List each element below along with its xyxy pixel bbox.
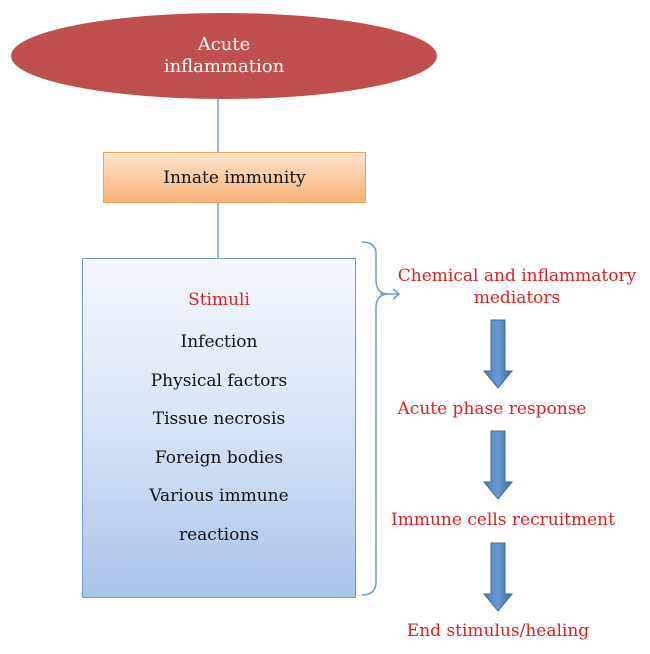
stimulus-item: Physical factors <box>150 370 288 391</box>
stimuli-title: Stimuli <box>188 290 250 310</box>
stimulus-item: Tissue necrosis <box>152 409 286 429</box>
step-acute-phase-response: Acute phase response <box>397 399 587 419</box>
stimuli-box: Stimuli Infection Physical factors Tissu… <box>82 258 356 598</box>
step-immune-cells-recruitment: Immune cells recruitment <box>391 510 615 530</box>
step-end-stimulus-healing: End stimulus/healing <box>406 621 590 641</box>
down-arrow-icon <box>482 542 514 612</box>
stimulus-item: Foreign bodies <box>154 447 284 468</box>
brace-pointer-head <box>392 288 401 300</box>
acute-inflammation-label: Acute inflammation <box>163 34 285 77</box>
stimuli-list: Infection Physical factors Tissue necros… <box>83 329 355 560</box>
stimulus-item: Infection <box>180 332 258 352</box>
innate-immunity-node: Innate immunity <box>103 152 366 203</box>
down-arrow-icon <box>482 430 514 500</box>
down-arrow-icon <box>482 319 514 389</box>
stimulus-item: Various immune <box>149 486 289 506</box>
acute-inflammation-node: Acute inflammation <box>11 13 437 99</box>
stimulus-item: reactions <box>178 524 260 545</box>
step-chemical-mediators: Chemical and inflammatory mediators <box>397 266 637 308</box>
right-brace <box>361 241 390 596</box>
innate-immunity-label: Innate immunity <box>163 167 306 188</box>
